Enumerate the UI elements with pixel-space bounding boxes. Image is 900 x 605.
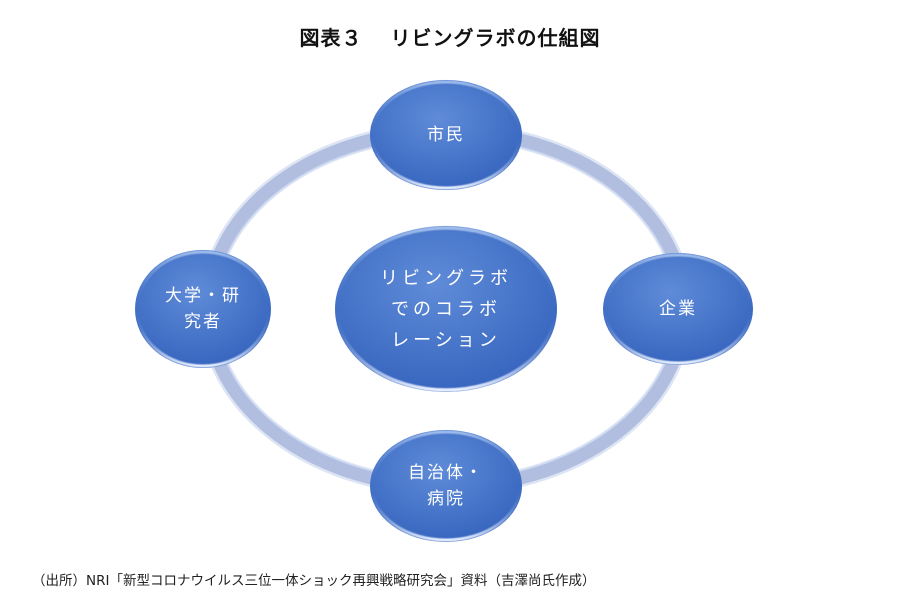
figure-title: 図表３ リビングラボの仕組図 — [0, 22, 900, 51]
node-citizens-shape — [370, 80, 522, 190]
node-companies-label: 企業 — [659, 299, 697, 319]
figure-title-text: リビングラボの仕組図 — [390, 26, 601, 50]
node-companies-shape — [603, 253, 753, 365]
node-universities-shape — [135, 250, 271, 368]
node-center-shape — [335, 226, 557, 392]
node-municipalities-shape — [370, 430, 522, 542]
center-label-line3: レーション — [391, 329, 501, 351]
center-label-line2: でのコラボ — [391, 298, 501, 320]
node-universities-researchers: 大学・研 究者 — [135, 250, 271, 368]
center-label-line1: リビングラボ — [380, 267, 512, 289]
node-citizens: 市民 — [370, 80, 522, 190]
figure-number: 図表３ — [299, 26, 363, 50]
node-municipalities-label-line1: 自治体・ — [408, 463, 484, 483]
node-living-lab-collaboration: リビングラボ でのコラボ レーション — [335, 226, 557, 392]
node-universities-label-line2: 究者 — [184, 312, 222, 332]
node-universities-label-line1: 大学・研 — [165, 286, 241, 306]
node-municipalities-hospitals: 自治体・ 病院 — [370, 430, 522, 542]
source-note: （出所）NRI「新型コロナウイルス三位一体ショック再興戦略研究会」資料（吉澤尚氏… — [32, 573, 596, 589]
node-companies: 企業 — [603, 253, 753, 365]
node-citizens-label: 市民 — [427, 125, 465, 145]
node-municipalities-label-line2: 病院 — [427, 489, 465, 509]
